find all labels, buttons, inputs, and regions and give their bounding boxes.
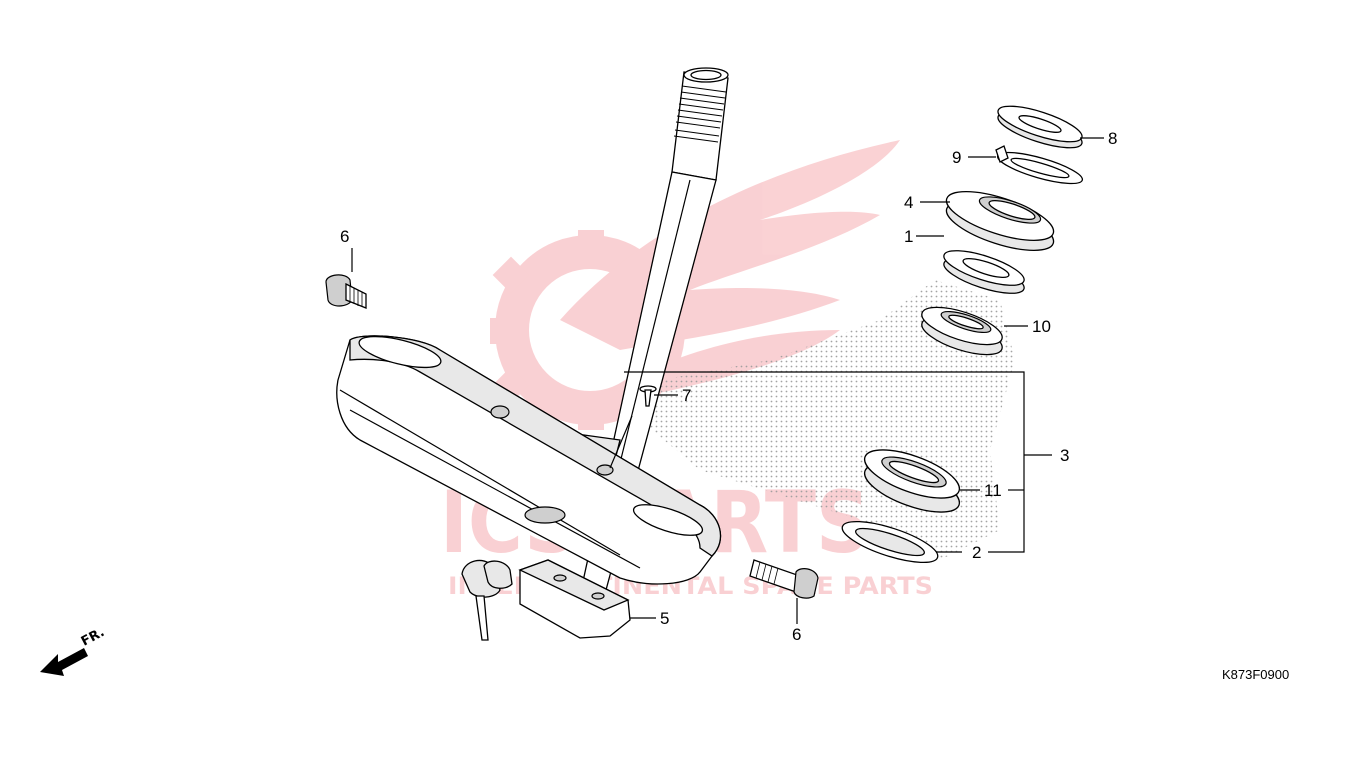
- dust-seal-2: [841, 520, 939, 564]
- steering-lock-5: [518, 559, 631, 639]
- callout-8: 8: [1108, 129, 1117, 148]
- callout-5: 5: [660, 609, 669, 628]
- callout-10: 10: [1032, 317, 1051, 336]
- dust-seal-1: [943, 250, 1025, 294]
- front-direction-arrow-icon: [40, 648, 88, 676]
- adjusting-nut-4: [945, 191, 1055, 251]
- screw-7: [639, 385, 657, 407]
- upper-bearing-10: [921, 306, 1003, 356]
- lock-nut-8: [997, 105, 1083, 149]
- callout-11: 11: [984, 481, 1002, 500]
- callout-2: 2: [972, 543, 981, 562]
- callout-6-upper: 6: [340, 227, 349, 246]
- front-marker: FR.: [40, 625, 107, 676]
- diagram-code: K873F0900: [1222, 667, 1289, 682]
- front-label: FR.: [79, 625, 107, 650]
- lower-bearing-11: [863, 449, 961, 513]
- ignition-key-icon: [461, 559, 513, 641]
- leader-lines: [351, 137, 1104, 624]
- steering-bottom-bridge: [336, 335, 722, 585]
- callout-labels: 8 9 4 1 10 3 11 2 6 7 5 6: [340, 129, 1117, 644]
- lock-washer-9: [995, 145, 1084, 185]
- callout-1: 1: [904, 227, 913, 246]
- callout-9: 9: [952, 148, 961, 167]
- callout-4: 4: [904, 193, 913, 212]
- callout-3: 3: [1060, 446, 1069, 465]
- callout-7: 7: [682, 386, 691, 405]
- bolt-6-upper: [325, 274, 367, 309]
- callout-6-lower: 6: [792, 625, 801, 644]
- bolt-6-lower: [749, 559, 819, 599]
